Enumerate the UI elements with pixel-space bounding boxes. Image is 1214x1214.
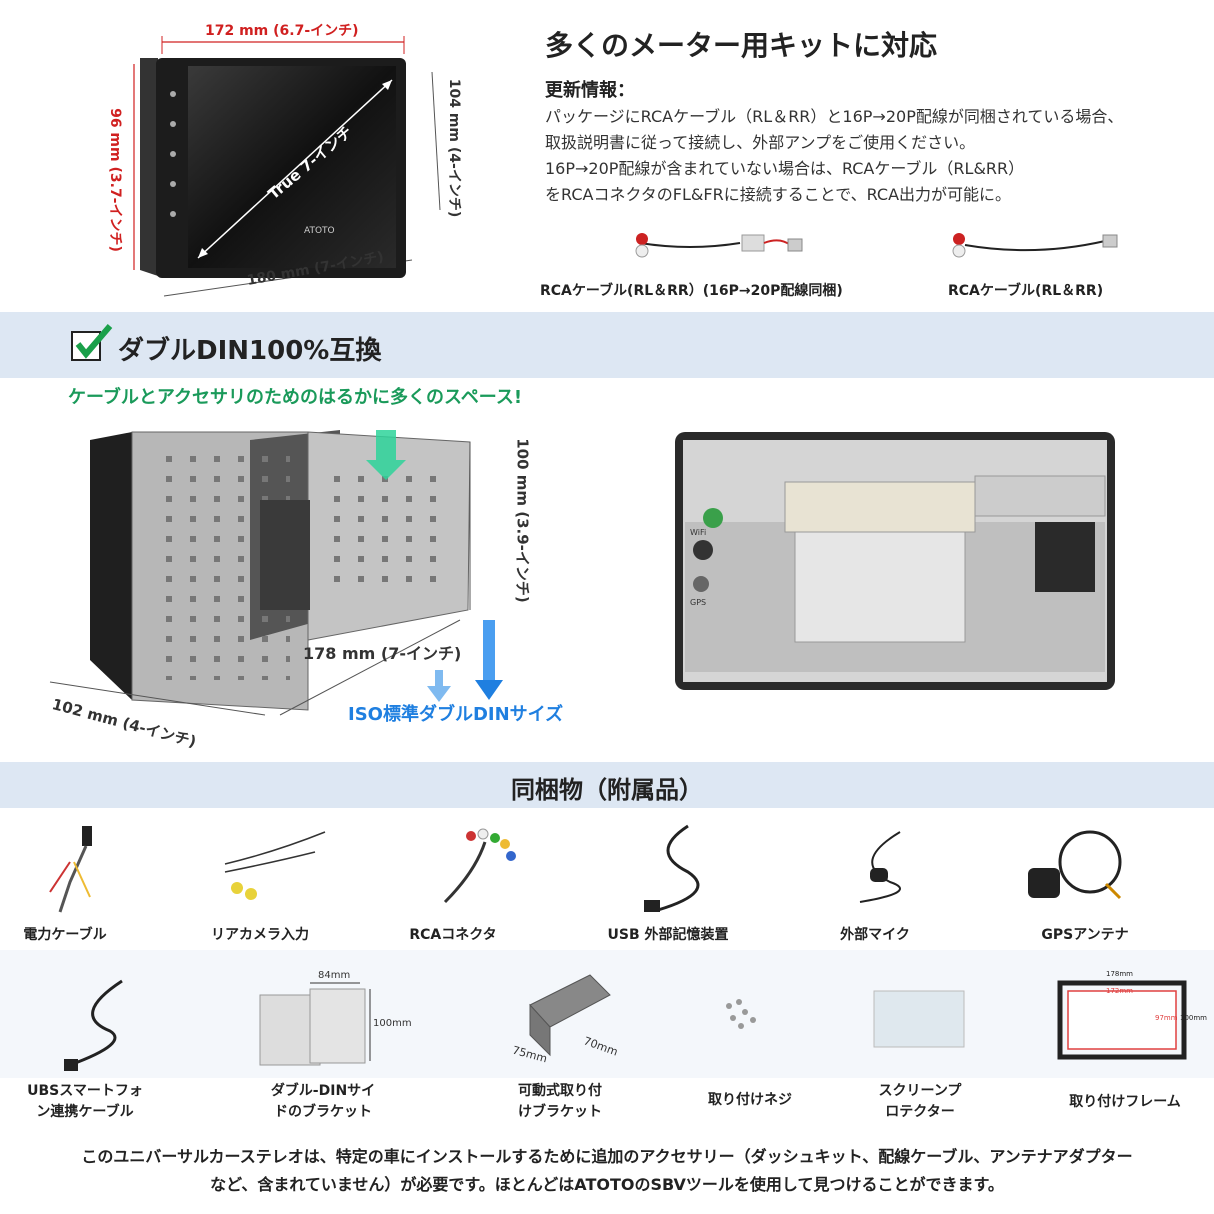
cable1-caption: RCAケーブル(RL＆RR）(16P→20P配線同梱) xyxy=(540,283,843,299)
checkbox-check-icon xyxy=(71,324,113,361)
acc-label-power: 電力ケーブル xyxy=(23,927,107,943)
acc-label-camera: リアカメラ入力 xyxy=(211,927,309,943)
acc-label-screws: 取り付けネジ xyxy=(690,1090,810,1111)
dim-din-height: 100 mm (3.9-インチ) xyxy=(513,438,532,603)
update-line: 16P→20P配線が含まれていない場合は、RCAケーブル（RL&RR） xyxy=(545,159,1025,178)
frame-inner-width: 172mm xyxy=(1106,987,1133,995)
package-title: 同梱物（附属品） xyxy=(511,776,703,804)
label-line: UBSスマートフォ xyxy=(27,1083,143,1099)
label-line: 可動式取り付 xyxy=(518,1083,602,1099)
frame-outer-width: 178mm xyxy=(1106,970,1133,978)
footer-line-1: このユニバーサルカーステレオは、特定の車にインストールするために追加のアクセサリ… xyxy=(81,1147,1133,1166)
label-line: ダブル-DINサイ xyxy=(270,1083,376,1099)
page-title: 多くのメーター用キットに対応 xyxy=(545,29,938,62)
usb-cable-icon xyxy=(644,824,700,912)
gps-label: GPS xyxy=(690,598,707,607)
camera-input-icon xyxy=(224,831,326,900)
power-cable-icon xyxy=(49,826,92,913)
brand-logo: ATOTO xyxy=(304,226,335,236)
acc-label-phone-cable: UBSスマートフォ ン連携ケーブル xyxy=(20,1081,150,1123)
footer-line-2: など、含まれていません）が必要です。ほとんどはATOTOのSBVツールを使用して… xyxy=(210,1175,1004,1194)
rca-cable-image xyxy=(952,233,1118,258)
acc-label-mount-bracket: 可動式取り付 けブラケット xyxy=(500,1081,620,1123)
rca-cable-with-harness-image xyxy=(635,233,803,258)
update-heading: 更新情報： xyxy=(545,80,635,101)
wifi-label: WiFi xyxy=(690,528,707,537)
din-bracket-icon xyxy=(259,982,371,1066)
device-dimension-drawing xyxy=(133,36,441,297)
frame-inner-height: 97mm xyxy=(1155,1014,1178,1022)
dim-din-depth: 178 mm (7-インチ) xyxy=(303,644,462,663)
cable2-caption: RCAケーブル(RL＆RR) xyxy=(948,283,1104,299)
label-line: 取り付けフレーム xyxy=(1069,1094,1181,1110)
din-chassis-side-image xyxy=(49,430,471,716)
update-body: パッケージにRCAケーブル（RL＆RR）と16P→20P配線が同梱されている場合… xyxy=(545,104,1195,208)
acc-label-din-bracket: ダブル-DINサイ ドのブラケット xyxy=(258,1081,388,1123)
microphone-icon xyxy=(859,831,901,903)
acc-label-screen-protector: スクリーンプ ロテクター xyxy=(860,1081,980,1123)
dim-height-left: 96 mm (3.7-インチ) xyxy=(107,108,123,252)
label-line: スクリーンプ xyxy=(878,1083,962,1099)
update-line: をRCAコネクタのFL&FRに接続することで、RCA出力が可能に。 xyxy=(545,185,1012,204)
din-bracket-height-label: 100mm xyxy=(373,1018,412,1029)
gps-antenna-icon xyxy=(1028,830,1122,900)
iso-label: ISO標準ダブルDINサイズ xyxy=(348,704,564,725)
dim-width-top: 172 mm (6.7-インチ) xyxy=(205,23,359,39)
usb-phone-cable-icon xyxy=(64,979,123,1071)
acc-label-gps: GPSアンテナ xyxy=(1041,927,1129,943)
din-bracket-width-label: 84mm xyxy=(318,970,351,981)
accessories-row-2 xyxy=(0,950,1214,1078)
rear-panel-image xyxy=(675,432,1115,690)
label-line: ドのブラケット xyxy=(274,1104,372,1120)
dim-height-right: 104 mm (4-インチ) xyxy=(446,78,462,218)
acc-label-mic: 外部マイク xyxy=(840,927,910,943)
din-header-band xyxy=(0,312,1214,378)
screen-protector-icon xyxy=(873,990,965,1048)
acc-label-usb: USB 外部記憶装置 xyxy=(607,927,729,943)
label-line: 取り付けネジ xyxy=(708,1092,792,1108)
screws-icon xyxy=(726,999,756,1029)
label-line: ン連携ケーブル xyxy=(36,1104,134,1120)
mount-bracket-icon xyxy=(529,974,611,1057)
accessories-row-1 xyxy=(0,808,1214,950)
footer-note: このユニバーサルカーステレオは、特定の車にインストールするために追加のアクセサリ… xyxy=(10,1143,1204,1199)
package-header-band xyxy=(0,762,1214,808)
update-line: 取扱説明書に従って接続し、外部アンプをご使用ください。 xyxy=(545,133,976,152)
din-title: ダブルDIN100%互換 xyxy=(118,336,382,366)
space-note: ケーブルとアクセサリのためのはるかに多くのスペース! xyxy=(68,387,523,408)
acc-label-rca: RCAコネクタ xyxy=(409,927,497,943)
frame-outer-height: 100mm xyxy=(1180,1014,1207,1022)
update-line: パッケージにRCAケーブル（RL＆RR）と16P→20P配線が同梱されている場合… xyxy=(545,107,1124,126)
label-line: けブラケット xyxy=(518,1104,602,1120)
down-arrows-icon xyxy=(427,620,503,702)
frame-icon xyxy=(1057,980,1187,1060)
acc-label-frame: 取り付けフレーム xyxy=(1055,1092,1195,1113)
label-line: ロテクター xyxy=(885,1104,955,1120)
rca-connector-icon xyxy=(443,828,516,904)
